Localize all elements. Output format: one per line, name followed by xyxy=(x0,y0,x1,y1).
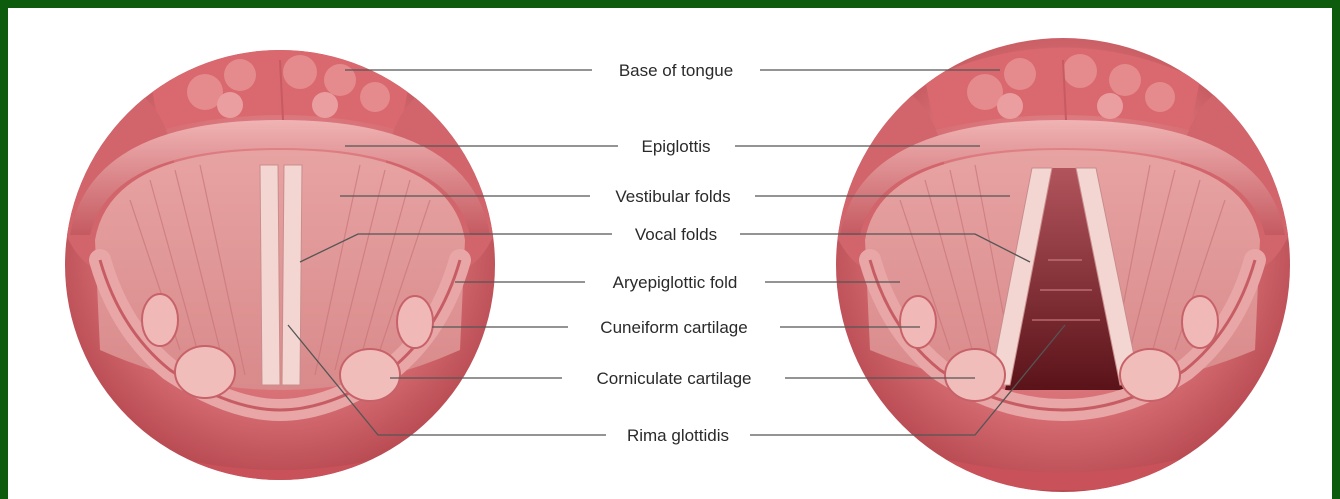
labels: Base of tongue Epiglottis Vestibular fol… xyxy=(597,61,752,445)
label-aryepiglottic-fold: Aryepiglottic fold xyxy=(613,273,738,292)
label-base-of-tongue: Base of tongue xyxy=(619,61,733,80)
corniculate-left xyxy=(175,346,235,398)
label-epiglottis: Epiglottis xyxy=(642,137,711,156)
corniculate-right xyxy=(1120,349,1180,401)
larynx-view-closed xyxy=(55,50,505,480)
larynx-view-open xyxy=(825,38,1300,492)
label-vocal-folds: Vocal folds xyxy=(635,225,717,244)
label-rima-glottidis: Rima glottidis xyxy=(627,426,729,445)
vocal-fold-left xyxy=(260,165,280,385)
cuneiform-left xyxy=(142,294,178,346)
cuneiform-left xyxy=(900,296,936,348)
label-vestibular-folds: Vestibular folds xyxy=(615,187,730,206)
corniculate-right xyxy=(340,349,400,401)
corniculate-left xyxy=(945,349,1005,401)
label-corniculate-cartilage: Corniculate cartilage xyxy=(597,369,752,388)
cuneiform-right xyxy=(1182,296,1218,348)
cuneiform-right xyxy=(397,296,433,348)
label-cuneiform-cartilage: Cuneiform cartilage xyxy=(600,318,747,337)
vocal-fold-right xyxy=(282,165,302,385)
